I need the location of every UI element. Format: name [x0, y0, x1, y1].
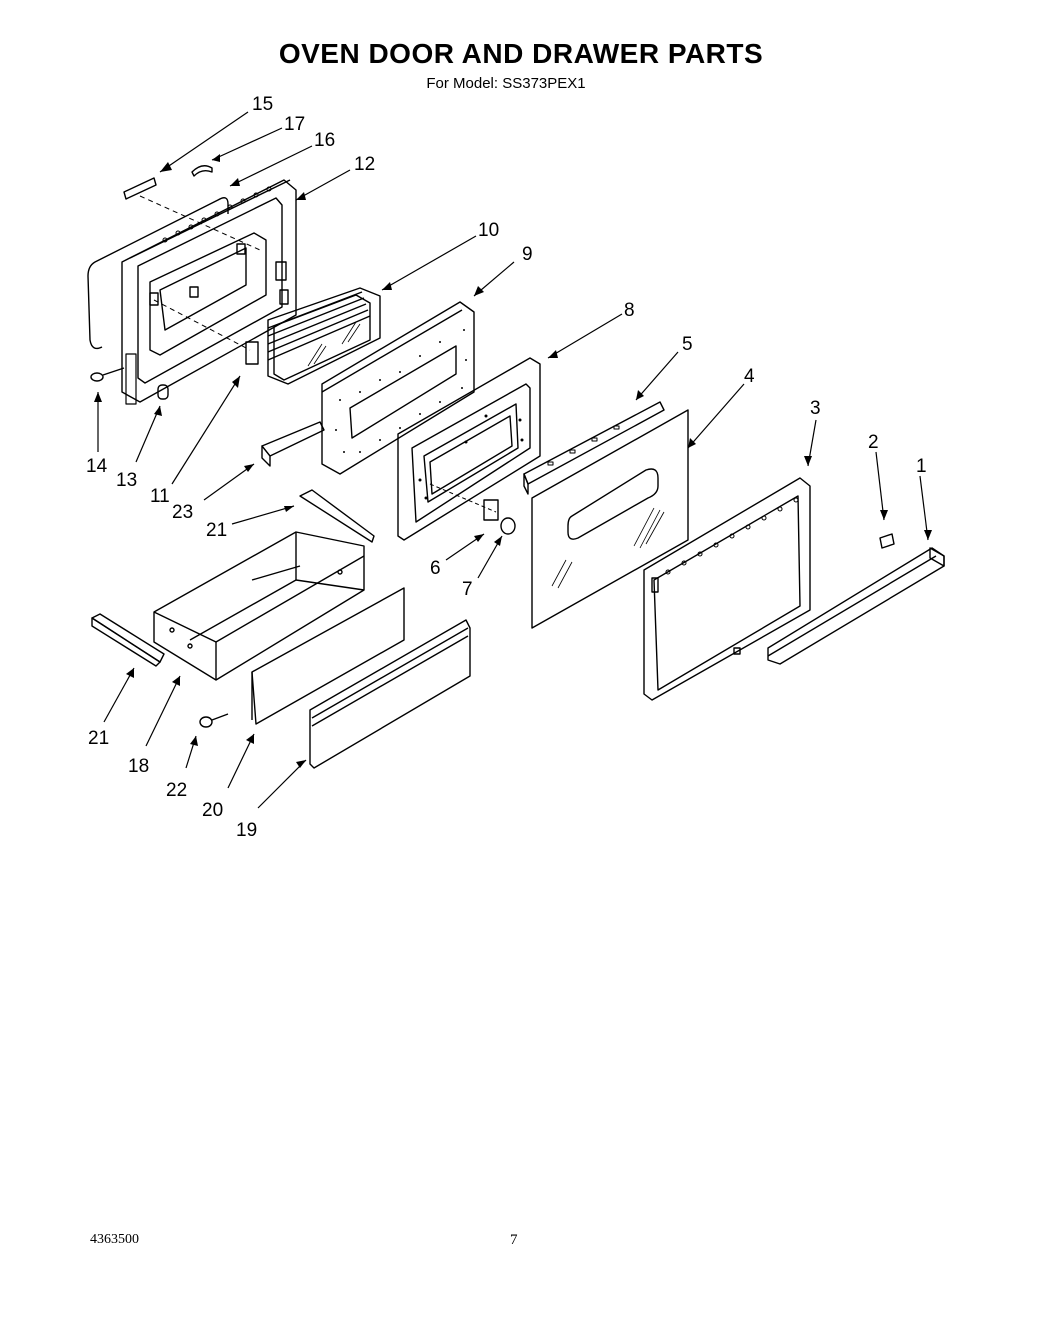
part-glass-pack — [267, 287, 381, 385]
page-title: OVEN DOOR AND DRAWER PARTS — [278, 38, 764, 69]
part-handle — [767, 547, 945, 665]
part-bracket — [123, 177, 157, 200]
part-drawer-slide-lower — [91, 613, 165, 667]
part-hinge-bracket — [245, 341, 259, 365]
part-clip — [191, 165, 213, 177]
callout-2: 2 — [868, 432, 879, 453]
part-outer-glass — [531, 409, 689, 629]
page-number: 7 — [510, 1232, 518, 1248]
callout-11: 11 — [150, 486, 170, 507]
part-knob — [500, 517, 516, 535]
callout-20: 20 — [202, 800, 223, 821]
part-outer-door-frame — [643, 477, 811, 701]
callout-14: 14 — [86, 456, 108, 477]
part-drawer-panel — [251, 587, 405, 725]
part-side-bracket — [261, 421, 325, 467]
part-drawer-slide-upper — [299, 489, 375, 543]
leader-lines — [97, 111, 929, 809]
callout-4: 4 — [744, 366, 755, 387]
part-drawer-screw — [199, 713, 229, 728]
part-drawer-front — [309, 619, 471, 769]
callout-18: 18 — [128, 756, 149, 777]
model-subtitle: For Model: SS373PEX1 — [426, 75, 586, 92]
callout-17: 17 — [284, 114, 305, 135]
callout-1: 1 — [916, 456, 927, 477]
callout-13: 13 — [116, 470, 137, 491]
part-gasket — [87, 197, 229, 350]
callout-21-lower: 21 — [88, 728, 109, 749]
callout-9: 9 — [522, 244, 533, 265]
callout-7: 7 — [462, 579, 473, 600]
part-insulation — [321, 301, 475, 475]
callout-23: 23 — [172, 502, 193, 523]
callout-6: 6 — [430, 558, 441, 579]
callout-5: 5 — [682, 334, 693, 355]
callout-21-upper: 21 — [206, 520, 227, 541]
part-screw — [90, 367, 125, 382]
leader-arrowheads — [94, 154, 932, 768]
part-spacer — [157, 384, 169, 400]
document-number: 4363500 — [90, 1232, 139, 1247]
callout-labels: 1 2 3 4 5 6 7 8 9 10 11 12 13 14 15 16 1… — [86, 94, 927, 841]
part-door-liner — [397, 357, 541, 541]
part-drawer-body — [153, 531, 365, 681]
callout-15: 15 — [252, 94, 273, 115]
part-inner-door-frame — [121, 179, 297, 403]
callout-19: 19 — [236, 820, 257, 841]
callout-8: 8 — [624, 300, 635, 321]
callout-3: 3 — [810, 398, 821, 419]
part-handle-end-cap — [879, 533, 895, 549]
part-vent-strip — [523, 401, 665, 495]
part-hinge-pin — [483, 499, 499, 521]
callout-10: 10 — [478, 220, 499, 241]
callout-22: 22 — [166, 780, 187, 801]
callout-12: 12 — [354, 154, 375, 175]
callout-16: 16 — [314, 130, 335, 151]
